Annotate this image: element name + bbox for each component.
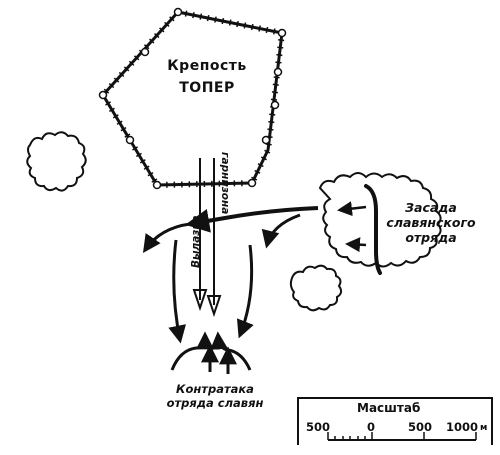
counterattack-label-line2: отряда славян [166,396,264,410]
ambush-label-line3: отряда [405,230,457,245]
fortress-label: Крепость ТОПЕР [152,58,262,96]
sortie-label: Вылазка [190,215,202,268]
tower-mark [173,7,183,17]
counter-arrow [168,239,187,344]
counter-arrow [210,331,252,371]
tower-mark [273,67,283,77]
scale-box [297,397,493,445]
scale-title: Масштаб [357,401,421,415]
tower-mark [140,47,150,57]
counterattack-arrows [168,239,254,374]
sortie-arrow-right [206,158,222,318]
fortress-towers [98,7,287,190]
tower-mark [270,100,280,110]
scale-unit: м [480,423,488,433]
ambush-strike-branch-right [261,213,301,249]
ambush-strike-arrow [185,206,319,233]
ambush-line [364,184,382,275]
tower-mark [125,135,135,145]
counterattack-label-line1: Контратака [176,382,254,396]
tower-mark [261,135,271,145]
garrison-label: гарнизона [219,152,231,215]
scale-tick-label: 500 [306,420,331,434]
ambush-strike-branch-left [142,222,191,253]
fortress-label-line2: ТОПЕР [179,80,235,96]
woods-left [26,131,87,192]
ambush-label: Засада славянского отряда [381,200,481,245]
tower-mark [277,28,287,38]
scale-tick-label: 0 [367,420,376,434]
tower-mark [98,90,108,100]
counterattack-label: Контратака отряда славян [140,382,290,410]
tower-mark [152,180,162,190]
fortress-outline [99,9,286,189]
ambush-label-line1: Засада [405,200,457,215]
scale-tick-label: 500 [408,420,433,434]
woods-right-lower [289,264,343,312]
ambush-arrow-down [345,237,367,253]
tower-mark [247,178,257,188]
scale-tick-label: 1000 [446,420,479,434]
counter-arrow [236,244,254,339]
ambush-arrow-up [337,201,367,217]
ambush-label-line2: славянского [386,215,476,230]
fortress-label-line1: Крепость [167,58,247,74]
counter-arrow [170,331,214,371]
